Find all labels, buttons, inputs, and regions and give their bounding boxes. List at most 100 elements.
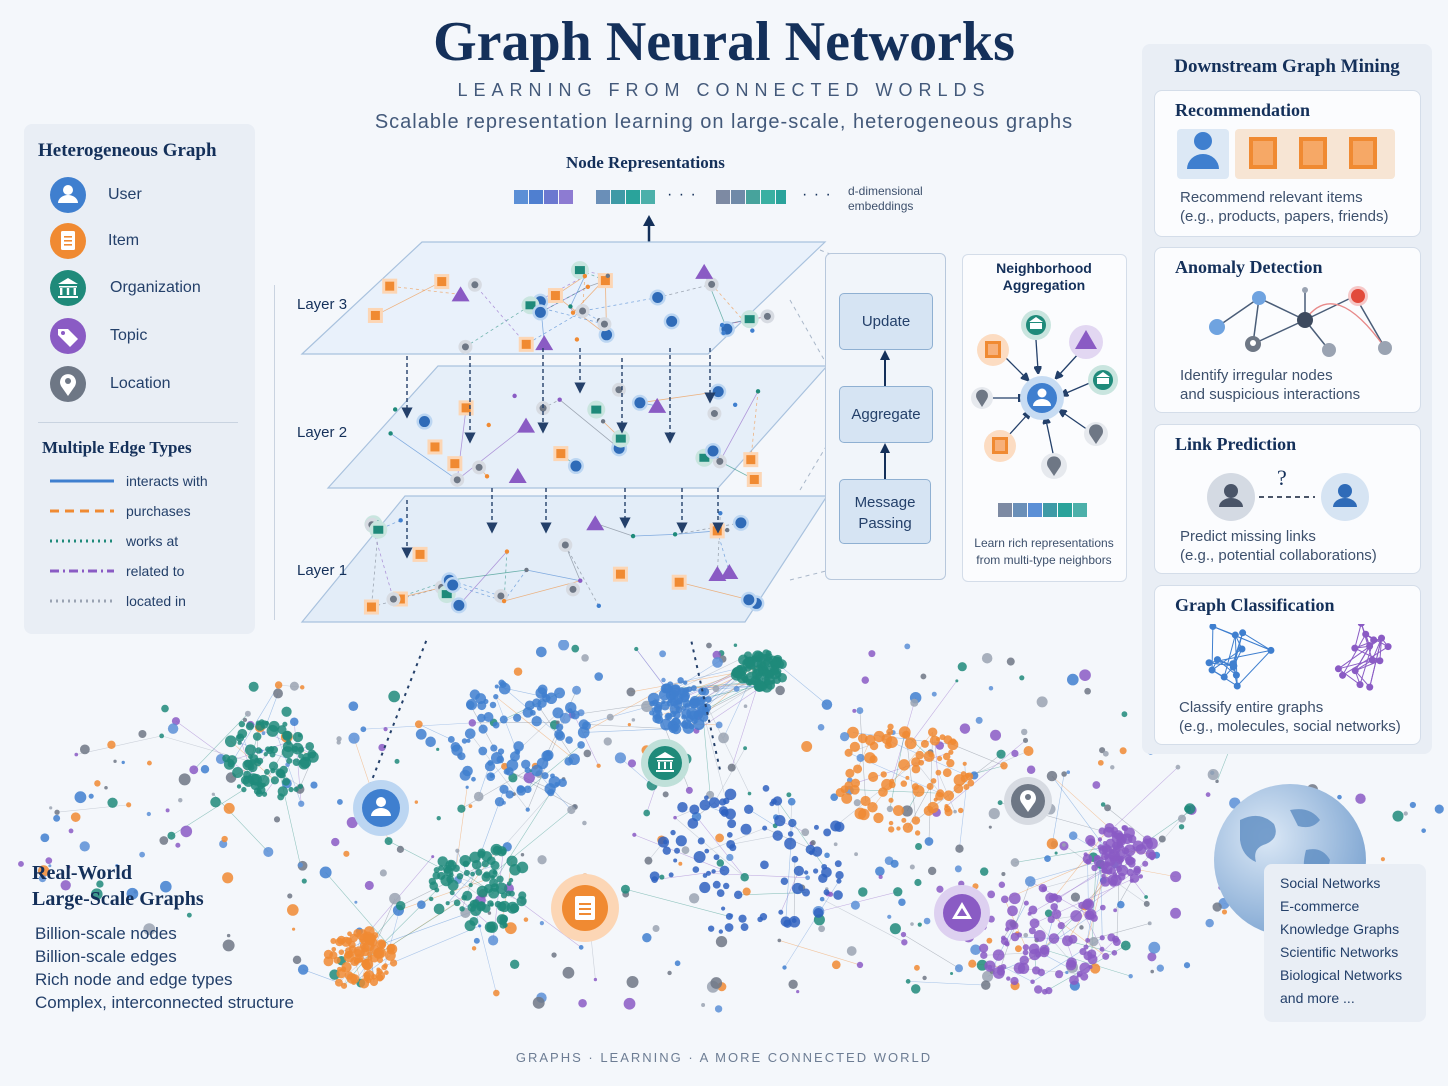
aggregated-embedding: [998, 503, 1087, 517]
user-icon: [50, 177, 86, 213]
item-icon: [1299, 137, 1327, 169]
edge-label: located in: [126, 593, 186, 609]
domain-item: and more ...: [1280, 990, 1355, 1006]
downstream-title: Downstream Graph Mining: [1174, 56, 1400, 77]
legend-node-label: Organization: [110, 279, 201, 296]
institution-hub-icon: [641, 739, 689, 787]
item-icon: [1249, 137, 1277, 169]
neighborhood-title: Neighborhood Aggregation: [996, 260, 1092, 293]
graph-classification-illustration: [1205, 624, 1392, 691]
embedding-ellipsis: · · ·: [667, 186, 697, 203]
domains-card: [1264, 864, 1426, 1022]
legend-node-label: Topic: [110, 327, 148, 344]
realworld-title: Real-World: [32, 862, 132, 884]
legend-divider: [38, 422, 238, 423]
page-tagline: Scalable representation learning on larg…: [374, 111, 1074, 133]
realworld-title: Large-Scale Graphs: [32, 888, 204, 910]
legend-node-label: User: [108, 186, 142, 203]
domain-item: Scientific Networks: [1280, 944, 1399, 960]
message-passing-step: Message Passing: [839, 479, 931, 544]
update-step: Update: [839, 293, 933, 350]
document-icon: [50, 223, 86, 259]
legend-title: Heterogeneous Graph: [38, 140, 217, 161]
layer-label: Layer 3: [297, 296, 348, 313]
layer-label: Layer 2: [297, 424, 348, 441]
location-pin-icon: [50, 366, 86, 402]
card-desc: (e.g., potential collaborations): [1180, 547, 1377, 564]
legend-node-label: Item: [108, 232, 140, 249]
page-subtitle: LEARNING FROM CONNECTED WORLDS: [457, 80, 991, 100]
neighborhood-diagram: [971, 310, 1118, 517]
edge-label: related to: [126, 563, 185, 579]
location-pin-icon: [1041, 453, 1067, 479]
location-pin-icon: [1245, 336, 1261, 352]
edge-label: interacts with: [126, 473, 208, 489]
embedding-note: d-dimensional embeddings: [848, 184, 923, 213]
section-divider: [274, 285, 275, 620]
link-prediction-card: Link Prediction ? Predict missing links …: [1154, 424, 1421, 574]
document-icon: [984, 430, 1016, 462]
link-prediction-illustration: [1207, 473, 1369, 521]
edge-types-title: Multiple Edge Types: [42, 438, 192, 457]
domain-item: Knowledge Graphs: [1280, 921, 1400, 937]
edge-label: purchases: [126, 503, 191, 519]
realworld-line: Complex, interconnected structure: [35, 993, 294, 1012]
document-hub-icon: [551, 874, 619, 942]
user-hub-icon: [353, 780, 409, 836]
anomaly-detection-card: Anomaly Detection Identify irregular nod…: [1154, 247, 1421, 413]
realworld-line: Billion-scale edges: [35, 947, 177, 966]
large-scale-graph: [18, 640, 1444, 1013]
card-title: Graph Classification: [1175, 595, 1335, 615]
location-pin-icon: [971, 387, 993, 409]
tag-icon: [50, 318, 86, 354]
mini-graph-purple: [1334, 624, 1392, 691]
user-icon: [1207, 473, 1255, 521]
item-icon: [1349, 137, 1377, 169]
domain-item: Social Networks: [1280, 875, 1381, 891]
legend-node-icons: [50, 177, 86, 402]
legend-node-label: Location: [110, 375, 171, 392]
location-hub-icon: [1004, 777, 1052, 825]
card-desc: Predict missing links: [1180, 528, 1316, 545]
page-title: Graph Neural Networks: [433, 11, 1015, 73]
legend-edge-swatches: [50, 479, 114, 603]
node-representations-title: Node Representations: [566, 153, 725, 172]
embedding-vectors: [514, 190, 786, 258]
aggregate-step: Aggregate: [839, 386, 933, 443]
anomaly-illustration: [1209, 286, 1392, 357]
graph-nodes: [18, 640, 1444, 1013]
user-icon: [1321, 473, 1369, 521]
user-icon: [1187, 132, 1219, 169]
realworld-line: Billion-scale nodes: [35, 924, 177, 943]
question-mark: ?: [1277, 465, 1287, 490]
footer: GRAPHS · LEARNING · A MORE CONNECTED WOR…: [515, 1050, 933, 1065]
institution-icon: [1088, 365, 1118, 395]
card-desc: (e.g., products, papers, friends): [1180, 208, 1389, 225]
graph-classification-card: Graph Classification Classify entire gra…: [1154, 585, 1421, 745]
document-icon: [977, 334, 1009, 366]
embedding-vector: [716, 190, 786, 204]
location-pin-icon: [1084, 422, 1108, 446]
central-user-icon: [1020, 376, 1064, 420]
mini-graph-blue: [1205, 624, 1275, 690]
card-desc: Recommend relevant items: [1180, 189, 1363, 206]
card-desc: (e.g., molecules, social networks): [1179, 718, 1401, 735]
card-desc: Identify irregular nodes: [1180, 367, 1333, 384]
step-arrows: [880, 350, 890, 479]
card-desc: Classify entire graphs: [1179, 699, 1324, 716]
gnn-layers: [300, 241, 829, 623]
neighborhood-panel: [962, 254, 1127, 582]
embedding-ellipsis: · · ·: [802, 186, 832, 203]
projection-line: [369, 640, 428, 786]
legend-panel: Heterogeneous Graph User Item Organizati…: [24, 124, 255, 634]
institution-icon: [50, 270, 86, 306]
layer-3-plane: [300, 241, 827, 355]
card-desc: and suspicious interactions: [1180, 386, 1361, 403]
recommendation-illustration: [1177, 129, 1395, 179]
topic-hub-icon: [934, 885, 990, 941]
recommendation-card: Recommendation Recommend relevant items …: [1154, 90, 1421, 237]
layer-graphs: [363, 261, 775, 615]
neighborhood-desc: Learn rich representations from multi-ty…: [974, 536, 1114, 567]
embedding-vector: [596, 190, 655, 204]
institution-icon: [1021, 310, 1051, 340]
